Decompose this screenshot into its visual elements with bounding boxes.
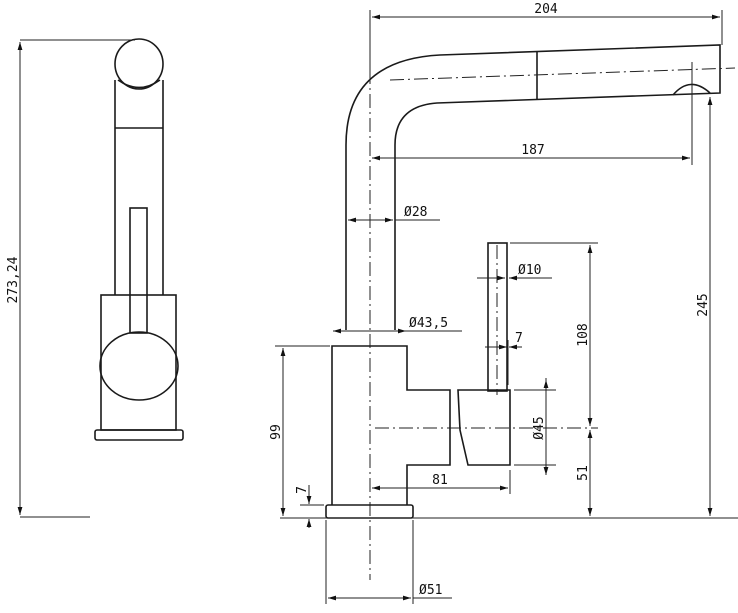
height-label: 273,24: [6, 256, 21, 303]
base-thickness-label: 7: [295, 486, 310, 494]
body: [100, 294, 177, 431]
handle-knob: [99, 331, 179, 401]
handle-projection-label: 81: [432, 473, 448, 488]
handle-axis-height-label: 51: [576, 465, 591, 481]
body: [331, 345, 451, 505]
lever-offset-label: 7: [515, 331, 523, 346]
lever-height-label: 108: [576, 323, 591, 346]
spout-column: [114, 80, 164, 295]
front-view: 204 187 245 Ø28 Ø43,5 Ø10 7 108 51: [269, 2, 738, 604]
lever: [129, 207, 148, 334]
base-plate: [94, 429, 184, 441]
spout: [345, 44, 721, 330]
base-diameter-label: Ø51: [419, 583, 442, 598]
spout-reach-label: 187: [521, 143, 544, 158]
overall-reach-label: 204: [534, 2, 558, 17]
handle-diameter-label: Ø45: [532, 416, 547, 439]
lever-diameter-label: Ø10: [518, 263, 541, 278]
spout-height-label: 245: [696, 293, 711, 316]
aerator: [672, 83, 711, 96]
spout-head: [114, 38, 164, 90]
side-view: 273,24: [6, 38, 184, 518]
handle: [457, 389, 511, 466]
spout-diameter-label: Ø28: [404, 205, 427, 220]
column-diameter-label: Ø43,5: [409, 316, 448, 331]
body-height-label: 99: [269, 424, 284, 440]
